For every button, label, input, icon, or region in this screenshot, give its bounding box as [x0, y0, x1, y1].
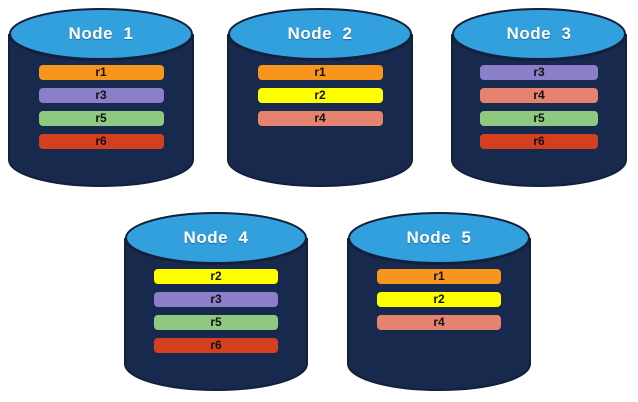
record-bar-r1[interactable]: r1 — [257, 65, 383, 80]
cylinder-top-ellipse — [9, 8, 193, 60]
record-label: r4 — [314, 111, 326, 125]
cylinder-top-ellipse — [228, 8, 412, 60]
record-label: r3 — [533, 65, 545, 79]
record-label: r6 — [533, 134, 545, 148]
record-bar-r3[interactable]: r3 — [154, 292, 278, 307]
record-list: r1 r2 r4 — [228, 65, 412, 126]
record-bar-r5[interactable]: r5 — [480, 111, 598, 126]
record-bar-r5[interactable]: r5 — [38, 111, 164, 126]
record-bar-r3[interactable]: r3 — [38, 88, 164, 103]
record-label: r3 — [210, 292, 222, 306]
record-bar-r1[interactable]: r1 — [377, 269, 501, 284]
record-bar-r3[interactable]: r3 — [480, 65, 598, 80]
record-bar-r4[interactable]: r4 — [377, 315, 501, 330]
cylinder-top-ellipse — [452, 8, 626, 60]
record-label: r2 — [210, 269, 222, 283]
record-label: r3 — [95, 88, 107, 102]
record-list: r3 r4 r5 r6 — [452, 65, 626, 149]
record-bar-r2[interactable]: r2 — [154, 269, 278, 284]
record-list: r1 r3 r5 r6 — [9, 65, 193, 149]
record-bar-r6[interactable]: r6 — [38, 134, 164, 149]
record-bar-r6[interactable]: r6 — [480, 134, 598, 149]
record-list: r1 r2 r4 — [348, 269, 530, 330]
record-label: r6 — [95, 134, 107, 148]
record-list: r2 r3 r5 r6 — [125, 269, 307, 353]
record-label: r6 — [210, 338, 222, 352]
record-label: r2 — [314, 88, 326, 102]
record-bar-r4[interactable]: r4 — [257, 111, 383, 126]
record-label: r2 — [433, 292, 445, 306]
record-bar-r2[interactable]: r2 — [377, 292, 501, 307]
cylinder-top-ellipse — [348, 212, 530, 264]
record-label: r1 — [433, 269, 445, 283]
record-bar-r1[interactable]: r1 — [38, 65, 164, 80]
record-label: r4 — [433, 315, 445, 329]
record-label: r1 — [95, 65, 107, 79]
cylinder-top-ellipse — [125, 212, 307, 264]
record-label: r1 — [314, 65, 326, 79]
record-bar-r2[interactable]: r2 — [257, 88, 383, 103]
record-bar-r5[interactable]: r5 — [154, 315, 278, 330]
record-label: r5 — [95, 111, 107, 125]
record-label: r5 — [533, 111, 545, 125]
record-bar-r6[interactable]: r6 — [154, 338, 278, 353]
record-label: r4 — [533, 88, 545, 102]
record-label: r5 — [210, 315, 222, 329]
record-bar-r4[interactable]: r4 — [480, 88, 598, 103]
